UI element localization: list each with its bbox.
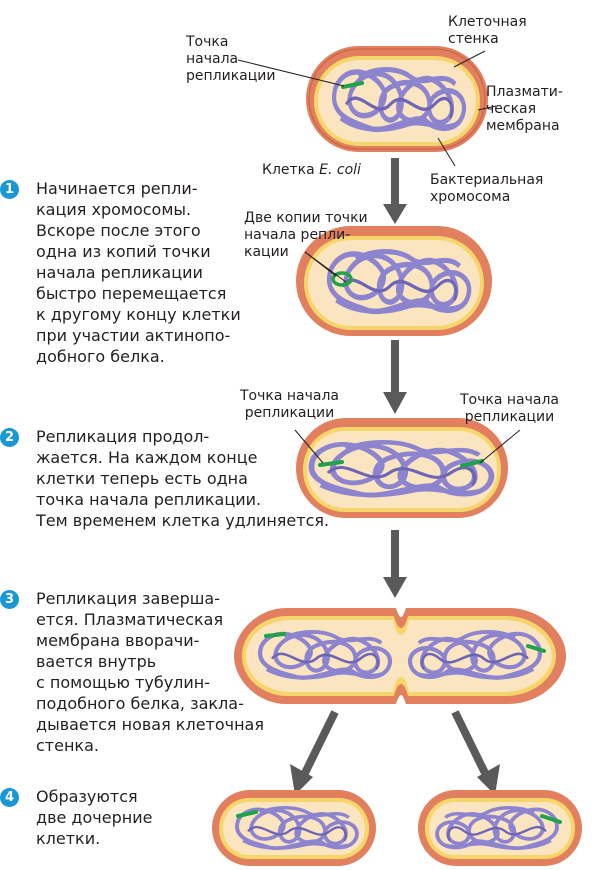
arrow-1 bbox=[383, 340, 407, 414]
label-two-copies: Две копии точки начала репли- кации bbox=[244, 210, 368, 261]
label-plasma-membrane: Плазмати- ческая мембрана bbox=[486, 84, 563, 135]
cell-stage-0 bbox=[306, 46, 488, 152]
step-text: Репликация заверша- ется. Плазматическая… bbox=[36, 588, 276, 756]
daughter-cell-right bbox=[418, 790, 582, 866]
step-text: Начинается репли- кация хромосомы. Вскор… bbox=[36, 178, 276, 367]
daughter-cell-left bbox=[212, 790, 376, 866]
label-origin-left: Точка начала репликации bbox=[240, 388, 339, 422]
step-badge: 1 bbox=[0, 180, 19, 199]
step-text: Образуются две дочерние клетки. bbox=[36, 786, 196, 849]
step-badge: 2 bbox=[0, 428, 19, 447]
label-cell-name-species: E. coli bbox=[319, 162, 361, 178]
label-cell-wall: Клеточная стенка bbox=[448, 14, 527, 48]
label-origin-right: Точка начала репликации bbox=[460, 392, 559, 426]
arrow-3-left bbox=[290, 712, 335, 795]
step-badge: 3 bbox=[0, 590, 19, 609]
arrow-0 bbox=[383, 158, 407, 224]
step-text: Репликация продол- жается. На каждом кон… bbox=[36, 426, 356, 531]
label-origin: Точка начала репликации bbox=[186, 34, 275, 85]
cell-stage-3 bbox=[234, 608, 566, 704]
arrow-3-right bbox=[455, 712, 500, 795]
label-cell-name: Клетка E. coli bbox=[262, 162, 361, 179]
step-badge: 4 bbox=[0, 788, 19, 807]
arrow-2 bbox=[383, 530, 407, 598]
label-chromosome: Бактериальная хромосома bbox=[430, 172, 543, 206]
